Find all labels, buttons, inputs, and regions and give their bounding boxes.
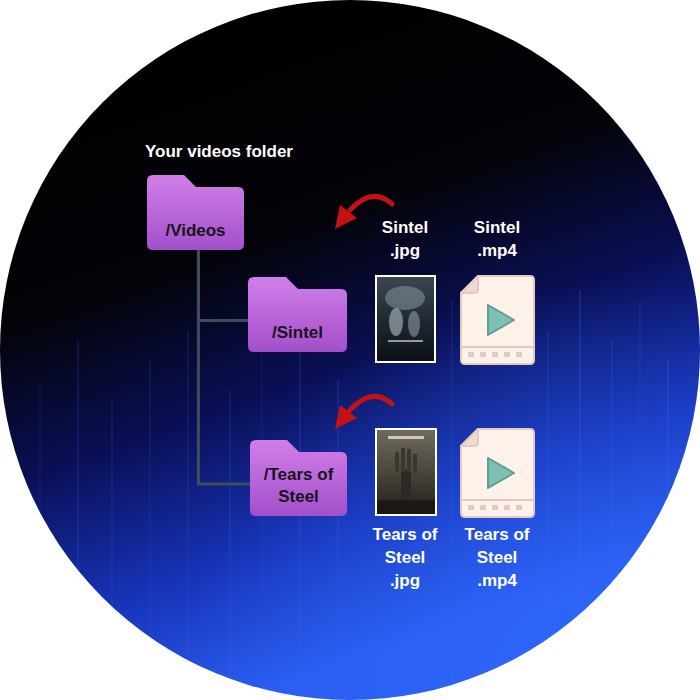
poster-thumbnail: [375, 275, 436, 363]
arrow-head: [335, 205, 357, 229]
film-strip-line: [461, 346, 534, 348]
folder-shape: [248, 277, 347, 352]
play-symbol: [488, 458, 514, 488]
file-name: Tears of Steel .jpg: [369, 523, 441, 592]
file-label: Sintel .mp4: [466, 216, 528, 262]
folder-node: /Videos: [147, 175, 244, 250]
play-symbol: [488, 305, 514, 335]
file-fold: [461, 276, 478, 293]
folder-node: /Tears of Steel: [250, 440, 347, 516]
folder-shape: [250, 440, 347, 516]
folder-label: /Sintel: [254, 322, 341, 344]
film-strip-line: [461, 499, 534, 501]
picture-slot: [405, 262, 406, 365]
background-streaks: [40, 290, 668, 700]
picture-slot: [405, 428, 406, 523]
picture-slot: [497, 428, 498, 523]
folder-shape: [147, 175, 244, 250]
poster-ground: [377, 500, 435, 514]
file-label: Sintel .jpg: [374, 216, 436, 262]
arrow-shaft: [350, 196, 392, 210]
image-file-node: Tears of Steel .jpg: [362, 428, 448, 592]
poster-creature: [385, 286, 425, 310]
poster-frame: [375, 275, 436, 363]
poster-finger: [407, 449, 411, 472]
poster-figure: [408, 311, 420, 337]
poster-finger: [413, 454, 417, 473]
video-file-icon: [461, 276, 534, 364]
folder-name: /Sintel: [254, 322, 341, 344]
film-strip-holes: [468, 352, 522, 357]
poster-thumbnail: [375, 428, 437, 516]
file-label: Tears of Steel .mp4: [461, 523, 533, 592]
picture-slot: [497, 262, 498, 365]
folder-name: /Tears of Steel: [256, 464, 341, 508]
file-name: Tears of Steel .mp4: [461, 523, 533, 592]
file-page: [461, 276, 534, 364]
poster-figure: [389, 308, 403, 336]
poster-title-bar: [388, 436, 424, 439]
video-file-node: Sintel .mp4: [452, 216, 542, 365]
folder-label: /Tears of Steel: [256, 464, 341, 508]
poster-image: [377, 430, 435, 514]
file-fold: [461, 429, 478, 446]
arrow-head: [335, 405, 357, 429]
video-file-node: Tears of Steel .mp4: [452, 428, 542, 592]
film-strip-holes: [468, 505, 522, 510]
poster-finger: [395, 452, 399, 472]
folder-name: /Videos: [153, 220, 238, 242]
poster-frame: [375, 428, 437, 516]
file-name: Sintel .jpg: [374, 216, 436, 262]
poster-title-bar: [388, 340, 423, 342]
file-page: [461, 429, 534, 517]
arrow-shaft: [350, 396, 392, 410]
poster-image: [377, 277, 434, 361]
poster-finger: [401, 448, 405, 472]
folder-label: /Videos: [153, 220, 238, 242]
tree-connector: [198, 250, 248, 321]
folder-node: /Sintel: [248, 277, 347, 352]
file-name: Sintel .mp4: [466, 216, 528, 262]
file-label: Tears of Steel .jpg: [369, 523, 441, 592]
image-file-node: Sintel .jpg: [365, 216, 445, 365]
red-curved-arrow: [335, 396, 392, 429]
tree-connector: [198, 250, 250, 484]
video-file-icon: [461, 429, 534, 517]
heading: Your videos folder: [145, 142, 293, 162]
